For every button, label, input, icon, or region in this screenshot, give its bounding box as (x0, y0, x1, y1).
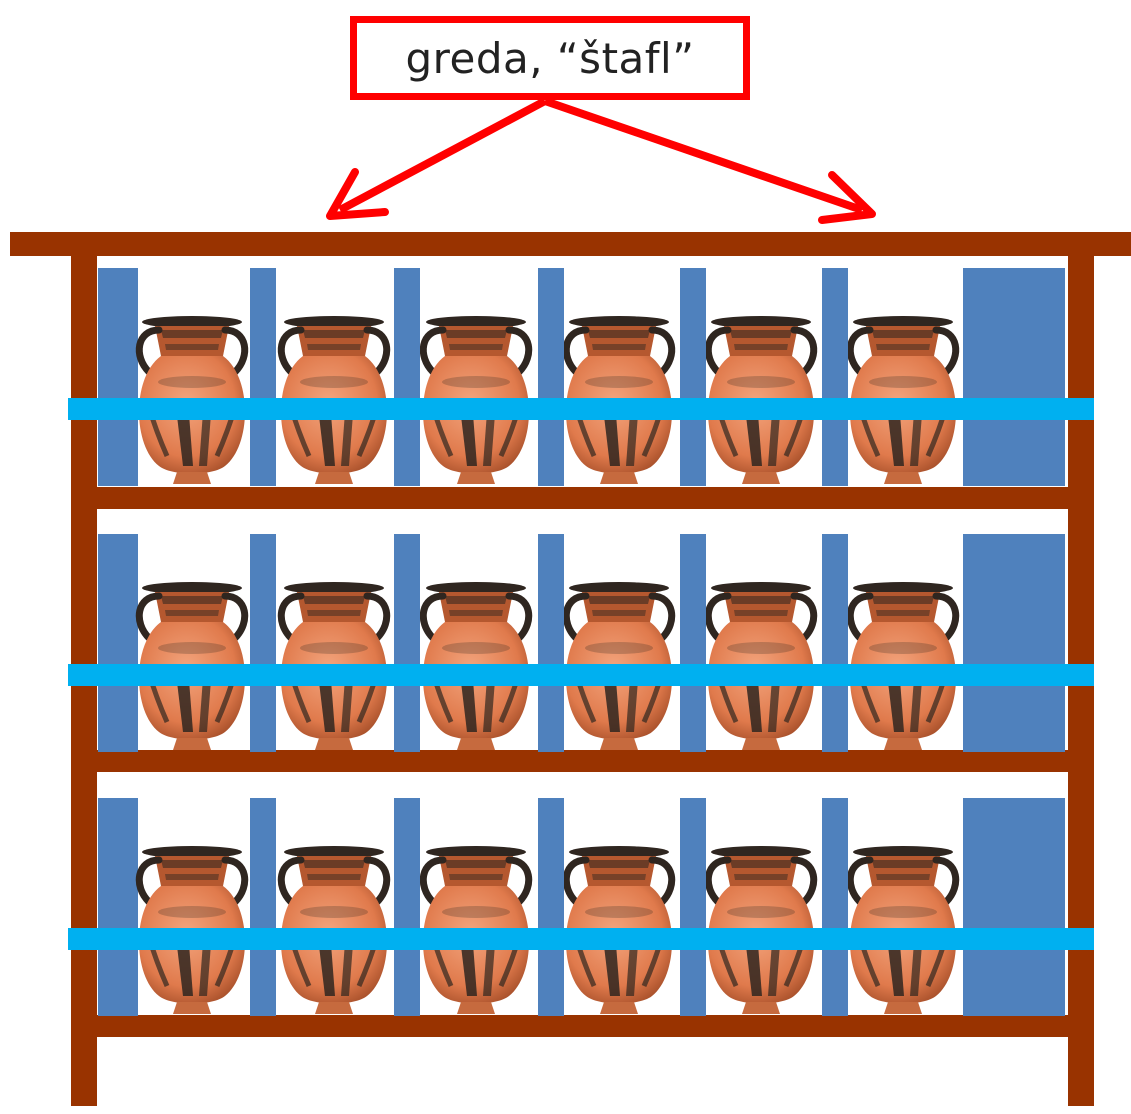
bookend-right (963, 268, 1065, 486)
callout-box: greda, “štafl” (350, 16, 750, 100)
callout-label: greda, “štafl” (405, 33, 695, 83)
divider-post (394, 798, 420, 1016)
divider-post (680, 534, 706, 752)
bookend-right (963, 798, 1065, 1016)
divider-post (822, 268, 848, 486)
divider-post (538, 798, 564, 1016)
bookend-left (98, 534, 138, 752)
bookend-left (98, 268, 138, 486)
divider-post (680, 268, 706, 486)
divider-post (250, 534, 276, 752)
divider-post (538, 268, 564, 486)
shelves (68, 268, 1094, 1016)
divider-post (822, 798, 848, 1016)
top-beam (10, 232, 1131, 256)
divider-post (250, 798, 276, 1016)
arrows (326, 97, 876, 224)
shelf-board-3 (71, 1015, 1094, 1037)
holding-strap (68, 398, 1094, 420)
divider-post (822, 534, 848, 752)
arrow-left (338, 97, 547, 214)
divider-post (250, 268, 276, 486)
arrow-right (543, 97, 864, 214)
shelf-board-2 (71, 750, 1094, 772)
arrowhead-right-icon (818, 171, 876, 224)
divider-post (680, 798, 706, 1016)
bookend-left (98, 798, 138, 1016)
shelf-board-1 (71, 487, 1094, 509)
arrowhead-left-icon (326, 168, 389, 220)
divider-post (394, 268, 420, 486)
holding-strap (68, 664, 1094, 686)
bookend-right (963, 534, 1065, 752)
holding-strap (68, 928, 1094, 950)
divider-post (394, 534, 420, 752)
divider-post (538, 534, 564, 752)
